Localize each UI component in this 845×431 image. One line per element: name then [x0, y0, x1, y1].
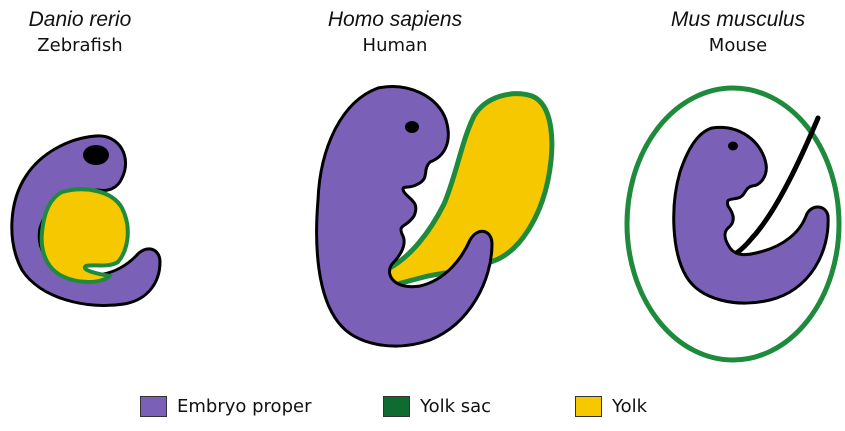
legend-item-embryo-proper: Embryo proper	[140, 396, 311, 417]
zebrafish-eye	[83, 145, 109, 165]
yolk-sac-swatch	[383, 396, 410, 417]
human-embryo-illustration	[317, 87, 552, 346]
legend-item-yolk: Yolk	[575, 396, 647, 417]
legend-label-yolk-sac: Yolk sac	[420, 396, 491, 417]
legend-item-yolk-sac: Yolk sac	[383, 396, 491, 417]
mouse-eye	[728, 142, 738, 151]
mouse-embryo-illustration	[627, 88, 839, 360]
embryo-proper-swatch	[140, 396, 167, 417]
legend-label-yolk: Yolk	[612, 396, 647, 417]
legend: Embryo proper Yolk sac Yolk	[0, 394, 845, 426]
zebrafish-yolk	[42, 189, 128, 282]
zebrafish-embryo-illustration	[12, 136, 160, 306]
legend-label-embryo-proper: Embryo proper	[177, 396, 311, 417]
human-eye	[405, 121, 419, 133]
yolk-swatch	[575, 396, 602, 417]
